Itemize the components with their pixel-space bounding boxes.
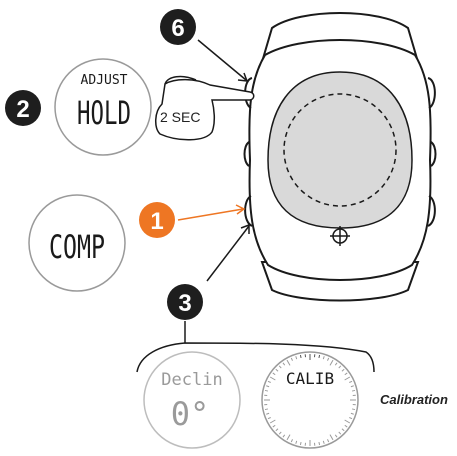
adjust-display-main-label: HOLD <box>77 94 131 132</box>
calib-bezel-ticks <box>264 354 356 446</box>
calib-bezel-tick <box>272 372 276 376</box>
declin-display: Declin 0° <box>143 351 241 449</box>
calib-bezel-tick <box>327 357 330 361</box>
calib-bezel-tick <box>290 357 293 361</box>
calib-bezel-tick <box>269 376 276 381</box>
calib-bezel-tick <box>344 376 351 381</box>
calib-bezel-tick <box>329 359 334 366</box>
calib-bezel-tick <box>267 417 271 420</box>
arrow-6 <box>197 39 249 82</box>
step-badge-6-label: 6 <box>171 15 184 42</box>
compass-logo-icon <box>330 226 350 246</box>
step-badge-6: 6 <box>160 9 196 45</box>
watch-button-mid-right <box>430 141 437 167</box>
comp-display-main-label: COMP <box>49 228 105 266</box>
calib-bezel-tick <box>349 380 353 383</box>
calib-bezel-tick <box>275 428 279 432</box>
pressing-hand-icon <box>155 75 255 141</box>
calib-bezel-tick <box>329 434 334 441</box>
calib-bezel-tick <box>295 440 298 444</box>
hand-duration-label: 2 SEC <box>160 109 200 125</box>
calib-bezel-tick <box>350 412 354 415</box>
calib-bezel-tick <box>322 440 325 444</box>
calib-bezel-tick <box>264 408 269 411</box>
calib-bezel-tick <box>351 408 356 411</box>
step-badge-3: 3 <box>167 284 203 320</box>
calib-bezel-tick <box>338 365 342 369</box>
comp-display: COMP <box>28 194 126 292</box>
calib-display: CALIB <box>261 351 359 449</box>
declin-display-value: 0° <box>171 395 210 433</box>
calib-bezel-tick <box>318 441 321 446</box>
watch-face-dashed-ring <box>283 93 397 207</box>
calib-bezel-tick <box>341 428 345 432</box>
calib-bezel-tick <box>278 365 282 369</box>
calibration-caption: Calibration <box>380 392 448 407</box>
calib-bezel-tick <box>344 419 351 424</box>
calib-bezel-tick <box>322 356 325 360</box>
watch-button-upper-right <box>427 77 436 109</box>
calib-bezel-tick <box>286 434 291 441</box>
calib-bezel-tick <box>299 354 302 359</box>
arrow-3 <box>206 223 250 282</box>
watch-button-lower-right <box>427 195 436 227</box>
calib-bezel-tick <box>344 372 348 376</box>
calib-bezel-tick <box>272 424 276 428</box>
calib-bezel-tick <box>350 385 354 388</box>
calib-bezel-tick <box>267 380 271 383</box>
declin-display-top-label: Declin <box>161 370 222 390</box>
calib-bezel-tick <box>338 431 342 435</box>
calib-bezel-tick <box>295 356 298 360</box>
calib-bezel-tick <box>334 362 338 366</box>
calibration-brace <box>136 342 375 373</box>
calib-bezel-tick <box>278 431 282 435</box>
step-badge-1: 1 <box>139 202 175 238</box>
calib-bezel-tick <box>282 434 286 438</box>
step-badge-2: 2 <box>5 90 41 126</box>
arrow-1 <box>177 204 246 221</box>
calib-bezel-tick <box>286 359 291 366</box>
calib-bezel-tick <box>290 439 293 443</box>
calib-bezel-tick <box>266 412 270 415</box>
adjust-display-top-label: ADJUST <box>81 73 128 88</box>
calib-bezel-tick <box>269 419 276 424</box>
step-badge-3-label: 3 <box>178 290 191 317</box>
watch-button-lower-left <box>244 195 253 227</box>
calib-bezel-tick <box>327 439 330 443</box>
calib-display-top-label: CALIB <box>286 369 334 388</box>
calib-bezel-tick <box>282 362 286 366</box>
calib-bezel-tick <box>349 417 353 420</box>
watch-button-mid-left <box>243 141 250 167</box>
calib-bezel-tick <box>299 441 302 446</box>
calib-bezel-tick <box>351 389 356 392</box>
calib-bezel-tick <box>344 424 348 428</box>
watch <box>243 12 437 302</box>
watch-face <box>267 71 413 229</box>
calib-bezel-tick <box>334 434 338 438</box>
step-badge-2-label: 2 <box>16 96 29 123</box>
calib-bezel-tick <box>275 368 279 372</box>
calib-bezel-tick <box>341 368 345 372</box>
adjust-display: ADJUST HOLD <box>54 58 152 156</box>
calib-bezel-tick <box>266 385 270 388</box>
calib-bezel-tick <box>318 354 321 359</box>
step-badge-1-label: 1 <box>150 208 163 235</box>
calib-bezel-tick <box>264 389 269 392</box>
